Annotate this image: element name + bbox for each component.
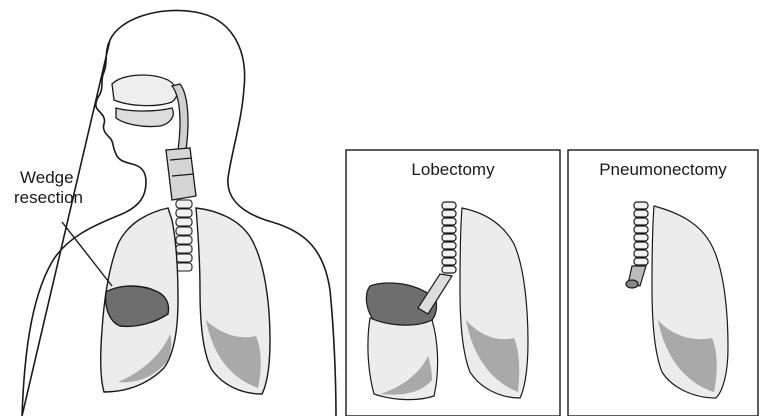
lobectomy-title: Lobectomy [346, 160, 560, 180]
lobectomy-trachea [442, 202, 456, 273]
wedge-resection-label-line2: resection [14, 188, 83, 208]
airway-head [112, 75, 188, 150]
pneumonectomy-trachea [634, 202, 648, 265]
wedge-resection-label: Wedge resection [14, 168, 83, 208]
pneumonectomy-title: Pneumonectomy [568, 160, 758, 180]
wedge-pointer [62, 222, 112, 286]
wedge-resection-label-line1: Wedge [14, 168, 83, 188]
larynx [166, 148, 196, 200]
trachea-main [176, 200, 192, 271]
